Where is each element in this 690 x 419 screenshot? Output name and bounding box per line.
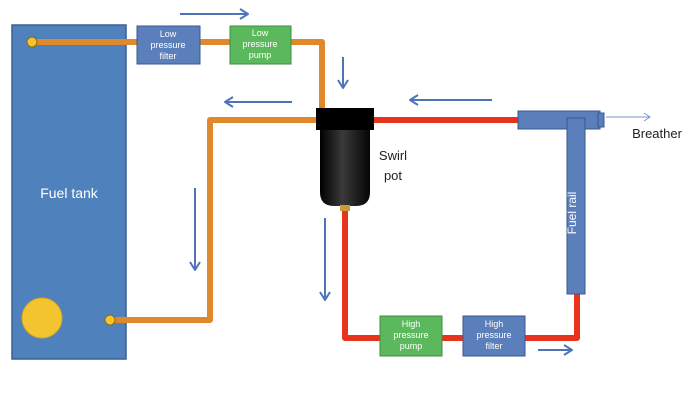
fuel-tank-label: Fuel tank [40, 185, 99, 201]
tank-return-port [104, 314, 116, 326]
breather-label: Breather [632, 126, 683, 141]
supply-line [32, 39, 325, 115]
svg-text:pressure: pressure [242, 39, 277, 49]
filter-to-rail-line [524, 292, 580, 341]
svg-text:pressure: pressure [476, 330, 511, 340]
fuel-rail-label: Fuel rail [565, 192, 579, 235]
high-pressure-pump-label: High [402, 319, 421, 329]
fuel-cap-icon [21, 297, 63, 339]
arrow-down-icon [189, 188, 201, 271]
arrow-down-icon [319, 218, 331, 301]
high-pressure-pump: High pressure pump [379, 315, 443, 357]
swirl-pot-label-line1: Swirl [379, 148, 407, 163]
low-pressure-pump-label: Low [252, 28, 269, 38]
low-pressure-filter-label: Low [160, 29, 177, 39]
svg-text:filter: filter [485, 341, 502, 351]
flow-arrows [180, 8, 573, 356]
high-pressure-filter-label: High [485, 319, 504, 329]
arrow-left-icon [409, 94, 492, 106]
svg-text:pressure: pressure [150, 40, 185, 50]
breather-arrow-icon [606, 112, 651, 122]
swirl-pot [316, 108, 374, 211]
svg-text:pressure: pressure [393, 330, 428, 340]
pump-feed-line [342, 205, 382, 341]
svg-text:filter: filter [159, 51, 176, 61]
svg-text:pump: pump [400, 341, 423, 351]
low-pressure-filter: Low pressure filter [136, 25, 201, 65]
arrow-right-icon [538, 344, 573, 356]
svg-text:pump: pump [249, 50, 272, 60]
arrow-left-icon [224, 96, 292, 108]
return-line [110, 117, 322, 323]
high-pressure-lines [342, 117, 580, 341]
low-pressure-pump: Low pressure pump [229, 25, 292, 65]
arrow-right-icon [180, 8, 249, 20]
high-pressure-filter: High pressure filter [462, 315, 526, 357]
low-pressure-lines [32, 39, 325, 323]
tank-outlet-port [26, 36, 38, 48]
swirl-pot-label-line2: pot [384, 168, 402, 183]
fuel-rail [517, 110, 605, 295]
arrow-down-icon [337, 57, 349, 89]
